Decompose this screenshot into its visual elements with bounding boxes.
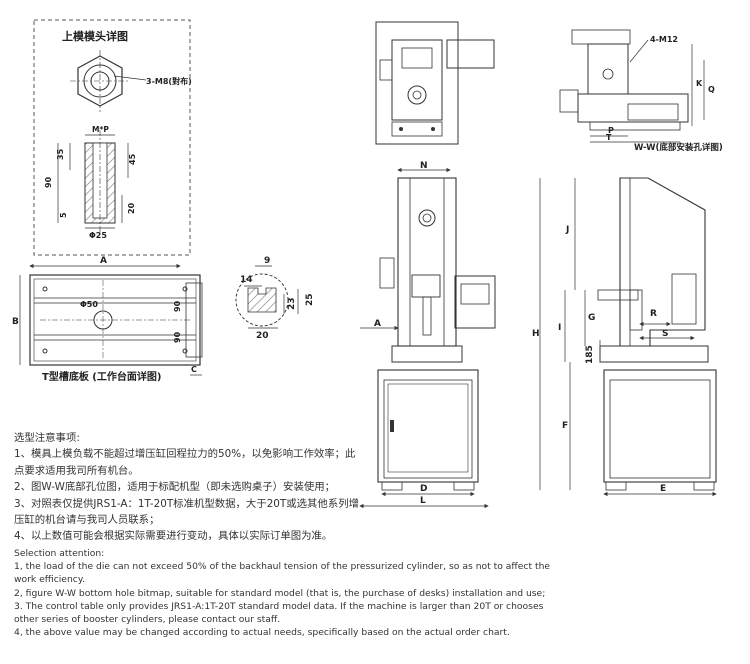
side-dim-g: G <box>588 313 595 323</box>
t-slot-section: 9 14 25 23 20 <box>235 256 315 341</box>
t-slot-dim-a: A <box>100 256 107 266</box>
side-dim-j: J <box>565 225 569 235</box>
notes-en-item-2: 2, figure W-W bottom hole bitmap, suitab… <box>14 587 546 599</box>
die-head-dim-20: 20 <box>127 202 136 214</box>
die-head-detail: 上模模头详图 3-M8(對布) M*P 35 45 90 20 5 Φ25 <box>33 19 192 256</box>
die-head-title: 上模模头详图 <box>62 29 128 43</box>
side-dim-i: I <box>558 323 561 333</box>
notes-en-heading: Selection attention: <box>14 548 105 559</box>
die-head-dim-45: 45 <box>128 153 137 165</box>
side-dim-f: F <box>562 421 568 431</box>
die-head-dim-mp: M*P <box>92 125 109 134</box>
side-dim-e: E <box>660 484 666 494</box>
base-caption: W-W(底部安装孔详图) <box>634 142 723 153</box>
t-slot-table: A Φ50 B 90 90 C T型槽底板 (工作台面详图) <box>12 256 203 383</box>
base-callout: 4-M12 <box>650 35 678 44</box>
t-slot-dim-c: C <box>191 365 197 374</box>
t-section-dim-14: 14 <box>240 275 253 285</box>
notes-english: Selection attention: 1, the load of the … <box>14 547 554 639</box>
front-dim-d: D <box>420 484 427 494</box>
t-section-dim-20: 20 <box>256 331 269 341</box>
base-dim-q: Q <box>708 85 715 94</box>
press-top-view <box>375 21 495 145</box>
die-head-dim-d25: Φ25 <box>89 231 107 240</box>
notes-chinese: 选型注意事项: 1、模具上模负载不能超过增压缸回程拉力的50%，以免影响工作效率… <box>14 430 359 545</box>
side-dim-r: R <box>650 309 657 319</box>
front-dim-a: A <box>374 319 381 329</box>
die-head-dim-5: 5 <box>59 212 68 218</box>
t-slot-dim-b: B <box>12 317 19 327</box>
base-dim-t: T <box>606 133 612 142</box>
die-head-dim-90: 90 <box>44 176 53 188</box>
notes-cn-item-3: 3、对照表仅提供JRS1-A：1T-20T标准机型数据，大于20T或选其他系列增… <box>14 497 359 527</box>
t-slot-dim-90b: 90 <box>173 331 182 343</box>
die-head-dim-35: 35 <box>56 148 65 160</box>
t-slot-dim-90a: 90 <box>173 300 182 312</box>
t-section-dim-9: 9 <box>264 256 270 266</box>
notes-cn-item-4: 4、以上数值可能会根据实际需要进行变动，具体以实际订单图为准。 <box>14 530 333 543</box>
front-dim-l: L <box>420 496 426 506</box>
press-front-view: N A D L <box>359 161 496 509</box>
notes-en-item-3: 3. The control table only provides JRS1-… <box>14 600 544 626</box>
front-dim-n: N <box>420 161 428 171</box>
t-slot-caption: T型槽底板 (工作台面详图) <box>42 370 161 383</box>
t-slot-dim-phi50: Φ50 <box>80 300 98 309</box>
side-dim-s: S <box>662 329 668 339</box>
notes-en-item-1: 1, the load of the die can not exceed 50… <box>14 561 551 586</box>
side-dim-h: H <box>532 329 540 339</box>
base-dim-k: K <box>696 79 703 88</box>
base-view: 4-M12 K Q P T W-W(底部安装孔详图) <box>559 29 723 153</box>
die-head-callout: 3-M8(對布) <box>146 76 192 86</box>
front-dim-185: 185 <box>585 345 595 364</box>
base-dim-p: P <box>608 126 614 135</box>
press-side-view: H J G I F 185 R S E <box>532 177 717 497</box>
t-section-dim-23: 23 <box>287 297 297 310</box>
t-section-dim-25: 25 <box>305 293 315 306</box>
notes-cn-item-2: 2、图W-W底部孔位图，适用于标配机型（即未选购桌子）安装使用； <box>14 481 335 494</box>
notes-en-item-4: 4, the above value may be changed accord… <box>14 627 510 639</box>
notes-cn-item-1: 1、模具上模负载不能超过增压缸回程拉力的50%，以免影响工作效率；此点要求适用我… <box>14 448 356 477</box>
notes-cn-heading: 选型注意事项: <box>14 432 80 444</box>
